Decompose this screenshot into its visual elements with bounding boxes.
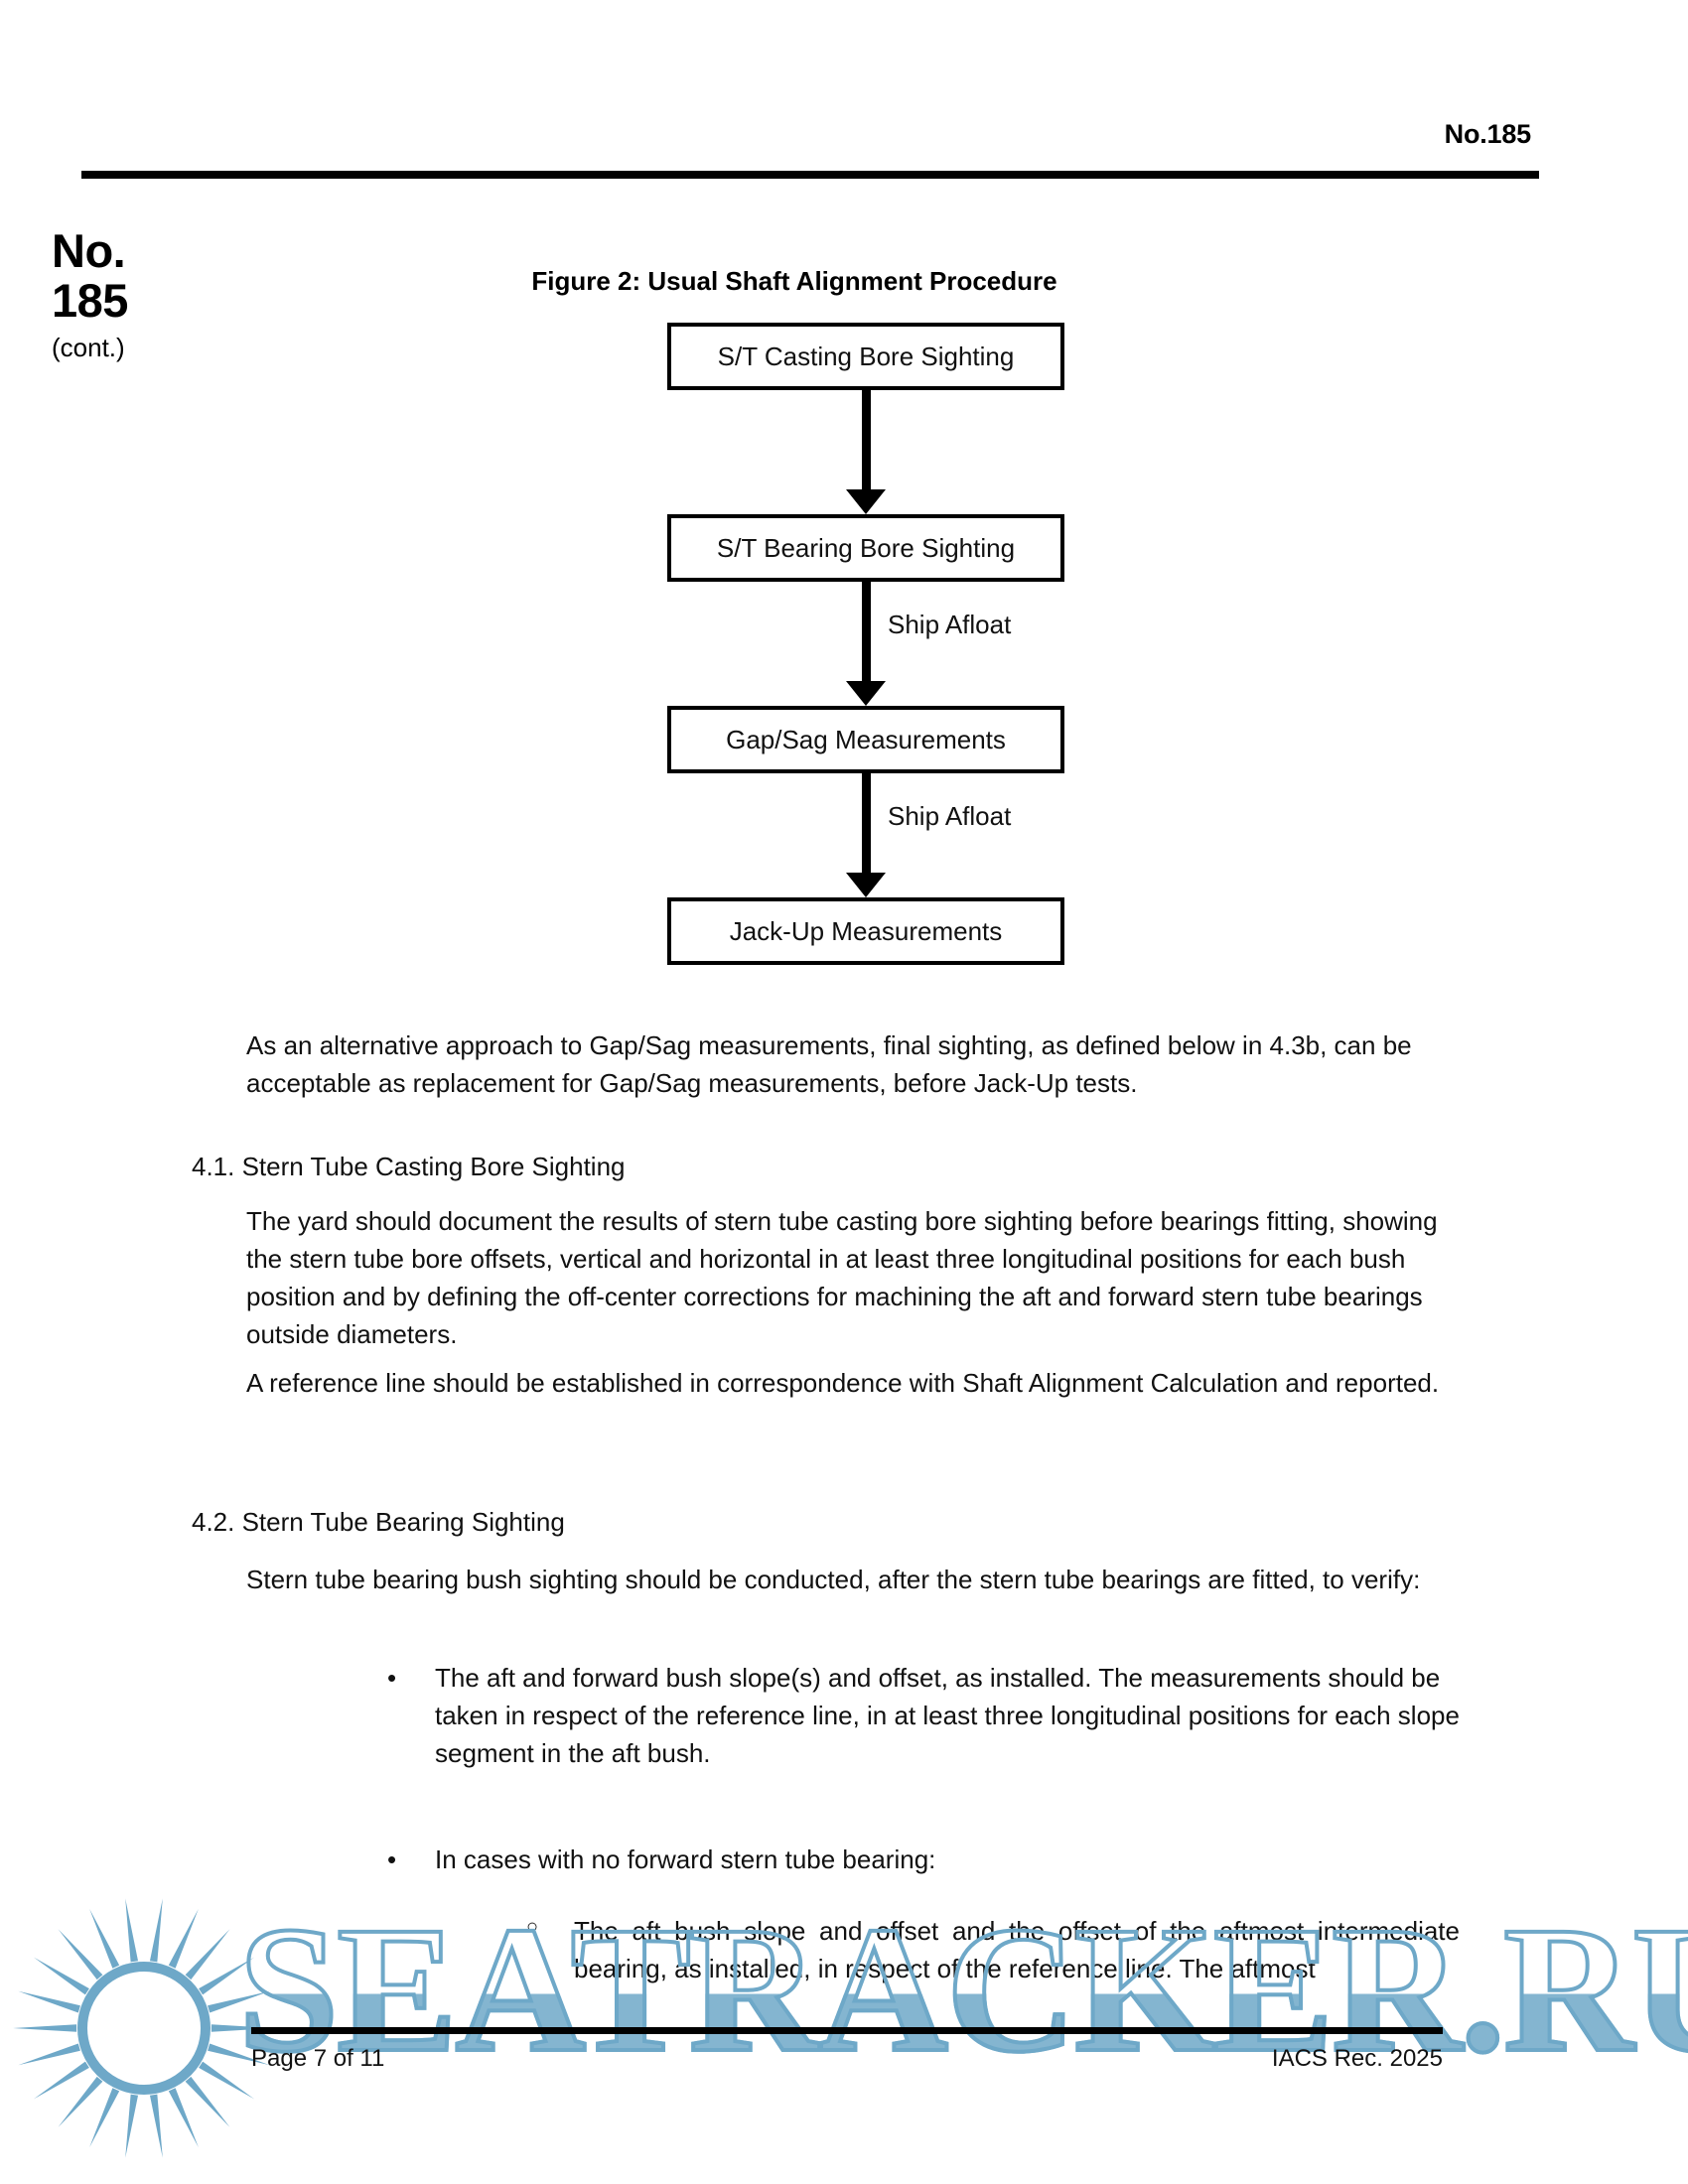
arrow-shaft-icon [862, 390, 871, 493]
list-item: ○ The aft bush slope and offset and the … [526, 1913, 1460, 1988]
arrow-head-icon [846, 489, 886, 514]
paragraph-section-4-1-b: A reference line should be established i… [246, 1368, 1440, 1398]
margin-reference-block: No. 185 (cont.) [52, 226, 280, 364]
flow-connector-1 [667, 390, 1064, 514]
margin-number: 185 [52, 273, 128, 327]
flow-box-label: S/T Casting Bore Sighting [717, 341, 1015, 371]
bullet-marker-icon: • [387, 1663, 397, 1693]
list-item-text: The aft and forward bush slope(s) and of… [435, 1663, 1460, 1768]
arrow-shaft-icon [862, 773, 871, 877]
flow-box-label: Gap/Sag Measurements [726, 724, 1006, 754]
figure-caption: Figure 2: Usual Shaft Alignment Procedur… [531, 266, 1057, 296]
flowchart: S/T Casting Bore Sighting S/T Bearing Bo… [667, 323, 1064, 965]
flow-box-label: S/T Bearing Bore Sighting [716, 532, 1016, 563]
bullet-marker-icon: • [387, 1844, 397, 1874]
arrow-head-icon [846, 873, 886, 897]
flow-box-bearing-bore-sighting: S/T Bearing Bore Sighting [667, 514, 1064, 582]
footer-page-number: Page 7 of 11 [251, 2045, 385, 2072]
arrow-head-icon [846, 681, 886, 706]
header-doc-number: No.185 [1444, 119, 1532, 149]
list-item-text: The aft bush slope and offset and the of… [574, 1916, 1460, 1983]
margin-no-label: No. [52, 224, 126, 277]
flow-box-jack-up-measurements: Jack-Up Measurements [667, 897, 1064, 965]
arrow-label-2: Ship Afloat [888, 610, 1012, 639]
margin-continued-label: (cont.) [52, 332, 125, 362]
list-item: • In cases with no forward stern tube be… [387, 1842, 1460, 1879]
paragraph-section-4-2-a: Stern tube bearing bush sighting should … [246, 1565, 1421, 1594]
heading-section-4-1: 4.1. Stern Tube Casting Bore Sighting [192, 1152, 626, 1181]
arrow-shaft-icon [862, 582, 871, 685]
paragraph-section-4-1-a: The yard should document the results of … [246, 1206, 1438, 1349]
flow-box-casting-bore-sighting: S/T Casting Bore Sighting [667, 323, 1064, 390]
footer-source: IACS Rec. 2025 [1271, 2045, 1443, 2072]
header-divider [81, 171, 1539, 179]
heading-section-4-2: 4.2. Stern Tube Bearing Sighting [192, 1507, 565, 1537]
flow-connector-2: Ship Afloat [667, 582, 1064, 706]
flow-box-gap-sag-measurements: Gap/Sag Measurements [667, 706, 1064, 773]
paragraph-alternative-approach: As an alternative approach to Gap/Sag me… [246, 1030, 1412, 1098]
list-item: • The aft and forward bush slope(s) and … [387, 1660, 1460, 1773]
bullet-marker-icon: ○ [526, 1916, 539, 1938]
footer-divider [251, 2027, 1443, 2034]
arrow-label-3: Ship Afloat [888, 801, 1012, 831]
list-item-text: In cases with no forward stern tube bear… [435, 1844, 936, 1874]
flow-box-label: Jack-Up Measurements [729, 915, 1003, 946]
sun-burst-logo-icon [13, 1898, 275, 2158]
flow-connector-3: Ship Afloat [667, 773, 1064, 897]
